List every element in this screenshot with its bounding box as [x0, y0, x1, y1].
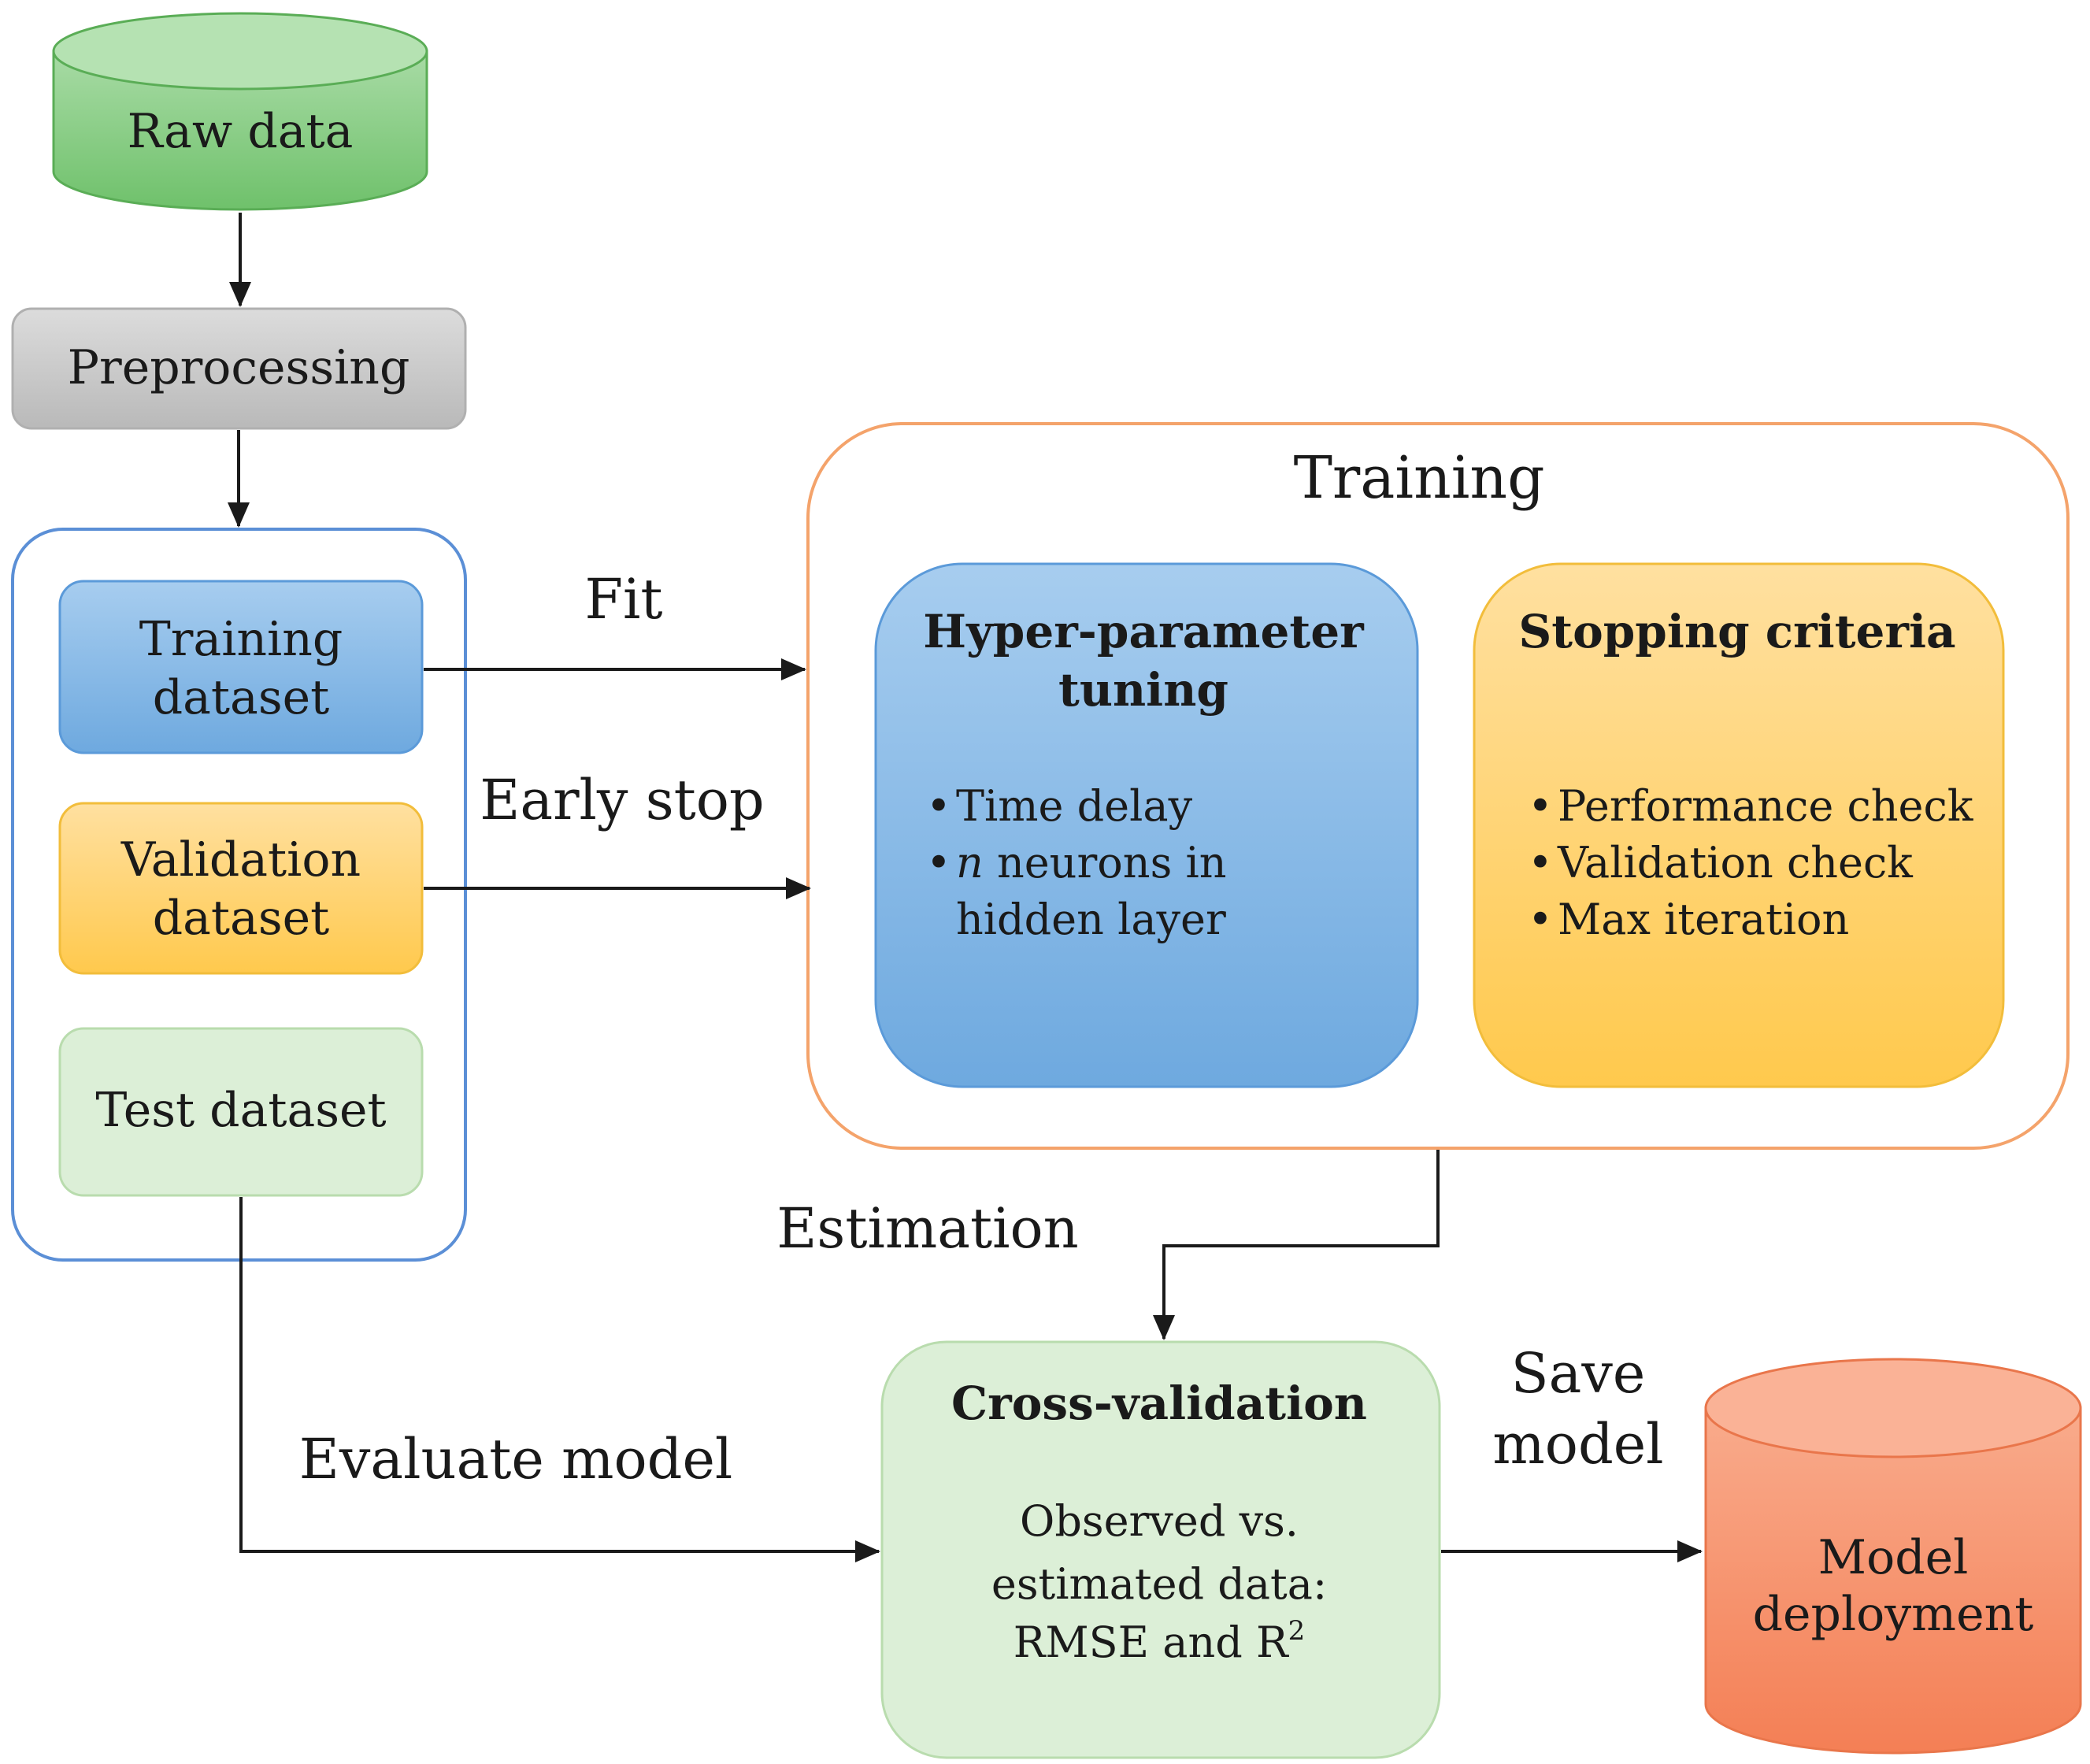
cross-validation-line3-sup: 2 [1288, 1615, 1306, 1647]
cross-validation-line3: RMSE and R2 [1014, 1615, 1306, 1667]
stopping-bullet2-marker: • [1528, 838, 1553, 888]
cross-validation-line2: estimated data: [991, 1559, 1327, 1609]
hyper-bullet1: Time delay [956, 781, 1193, 831]
arrow-estimation [1153, 1150, 1440, 1340]
edge-label-evaluate-model: Evaluate model [299, 1427, 733, 1492]
edge-label-early-stop: Early stop [480, 768, 764, 832]
model-deployment-node: Model deployment [1704, 1358, 2082, 1755]
arrow-evaluate-model [239, 1197, 880, 1562]
hyper-bullet2: n neurons in [956, 838, 1227, 888]
hyper-parameter-tuning-node: Hyper-parameter tuning • Time delay • n … [874, 562, 1419, 1088]
edge-label-save-model-line1: Save [1511, 1341, 1646, 1406]
hyper-bullet2-rest: neurons in [984, 838, 1227, 888]
test-dataset-node: Test dataset [58, 1027, 424, 1197]
stopping-criteria-node: Stopping criteria • Performance check • … [1473, 562, 2005, 1088]
raw-data-node: Raw data [52, 12, 428, 211]
cross-validation-line3-text: RMSE and R [1014, 1618, 1289, 1667]
stopping-bullet1: Performance check [1558, 781, 1974, 831]
edge-label-save-model-line2: model [1492, 1412, 1663, 1477]
hyper-bullet1-marker: • [926, 781, 951, 831]
hyper-title-line2: tuning [1058, 663, 1228, 717]
training-dataset-node: Training dataset [58, 580, 424, 754]
training-dataset-line2: dataset [153, 670, 329, 725]
test-dataset-label: Test dataset [95, 1083, 386, 1138]
model-deployment-line1: Model [1818, 1530, 1969, 1585]
preprocessing-label: Preprocessing [68, 340, 410, 395]
preprocessing-node: Preprocessing [11, 307, 467, 430]
edge-label-estimation: Estimation [776, 1196, 1078, 1261]
training-group-title: Training [1294, 444, 1545, 512]
stopping-title: Stopping criteria [1518, 605, 1955, 658]
validation-dataset-line2: dataset [153, 891, 329, 946]
training-group [806, 422, 2070, 1150]
dataset-group [11, 528, 467, 1262]
hyper-bullet2-marker: • [926, 838, 951, 888]
model-deployment-line2: deployment [1753, 1587, 2034, 1642]
stopping-bullet2: Validation check [1557, 838, 1914, 888]
stopping-bullet1-marker: • [1528, 781, 1553, 831]
edge-label-fit: Fit [584, 567, 662, 632]
hyper-bullet2-cont: hidden layer [956, 895, 1226, 944]
hyper-bullet2-var: n [956, 838, 984, 888]
cross-validation-line1: Observed vs. [1020, 1496, 1299, 1546]
training-dataset-line1: Training [139, 612, 343, 667]
validation-dataset-node: Validation dataset [58, 802, 424, 975]
cross-validation-node: Cross-validation Observed vs. estimated … [880, 1340, 1441, 1759]
cross-validation-title: Cross-validation [951, 1377, 1367, 1430]
raw-data-label: Raw data [128, 104, 354, 159]
validation-dataset-line1: Validation [120, 832, 361, 888]
stopping-bullet3-marker: • [1528, 895, 1553, 944]
stopping-bullet3: Max iteration [1558, 895, 1849, 944]
hyper-title-line1: Hyper-parameter [923, 605, 1365, 658]
